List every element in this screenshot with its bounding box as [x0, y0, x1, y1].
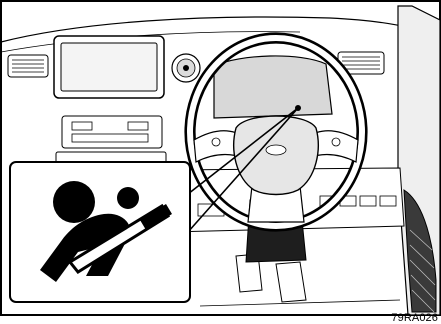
round-air-vent: [172, 54, 200, 82]
airbag-callout: [10, 162, 190, 302]
climate-controls: [56, 116, 166, 166]
left-air-vent: [8, 55, 48, 77]
instrument-cluster: [214, 56, 332, 118]
center-display: [54, 36, 164, 98]
steering-emblem: [266, 145, 286, 155]
figure-code: 79RA026: [391, 312, 438, 324]
